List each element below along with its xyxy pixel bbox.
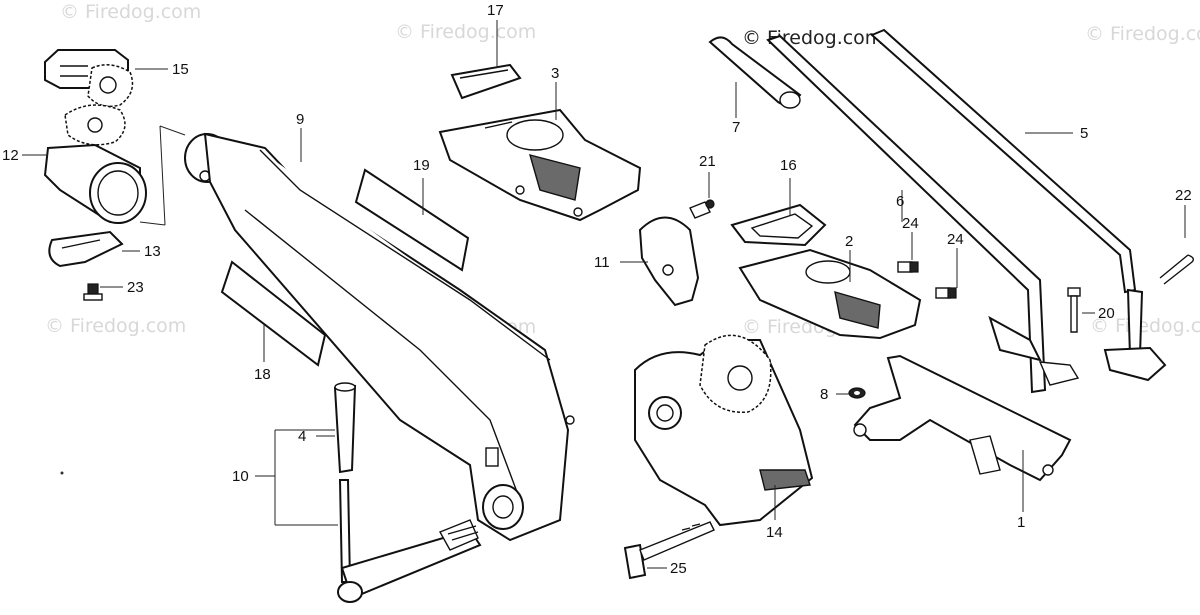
callout-16: 16 <box>780 157 797 174</box>
stray-dot <box>60 471 64 475</box>
leader-lines <box>22 20 1186 569</box>
watermark: © Firedog.com <box>60 1 201 23</box>
part-16-gasket <box>730 203 827 247</box>
part-13-clamp <box>48 230 124 268</box>
callout-15: 15 <box>172 61 189 78</box>
part-6-shift-rod <box>766 34 1080 394</box>
callout-19: 19 <box>413 157 430 174</box>
callout-labels: 1 2 3 4 5 6 7 8 9 10 11 12 13 14 15 16 1… <box>2 2 1192 577</box>
callout-13: 13 <box>144 243 161 260</box>
callout-24-lower: 24 <box>947 231 964 248</box>
callout-5: 5 <box>1080 125 1088 142</box>
watermark-main: © Firedog.com <box>742 27 883 49</box>
part-2-bracket <box>738 248 922 340</box>
watermark: © Firedog.com <box>1085 23 1200 45</box>
part-11-cam-plate <box>638 216 700 307</box>
callout-22: 22 <box>1175 187 1192 204</box>
callout-21: 21 <box>699 153 716 170</box>
callout-6: 6 <box>896 193 904 210</box>
callout-18: 18 <box>254 366 271 383</box>
callout-25: 25 <box>670 560 687 577</box>
callout-14: 14 <box>766 524 783 541</box>
callout-4: 4 <box>298 428 306 445</box>
part-9-chain-case <box>184 132 575 542</box>
callout-7: 7 <box>732 119 740 136</box>
part-10-crank-handle <box>337 479 482 603</box>
part-18-label <box>220 260 327 367</box>
callout-1: 1 <box>1017 514 1025 531</box>
callout-8: 8 <box>820 386 828 403</box>
callout-17: 17 <box>487 2 504 19</box>
callout-9: 9 <box>296 111 304 128</box>
part-25-bolt <box>623 521 715 580</box>
part-3-bracket <box>438 108 642 222</box>
part-20-bolt <box>1067 287 1081 333</box>
callout-24-upper: 24 <box>902 215 919 232</box>
callout-20: 20 <box>1098 305 1115 322</box>
part-24-bolt-a <box>897 261 919 273</box>
part-12-gear-sleeve <box>43 104 186 226</box>
part-22-pin <box>1159 254 1195 285</box>
part-4-grip <box>333 382 357 474</box>
watermark: © Firedog.com <box>45 315 186 337</box>
part-17-gasket <box>450 63 522 100</box>
watermark: © Firedog.com <box>1090 315 1200 337</box>
part-1-shift-plate <box>853 354 1072 482</box>
callout-11: 11 <box>594 254 610 271</box>
callout-3: 3 <box>551 65 559 82</box>
part-21-bolt <box>689 199 715 219</box>
part-7-grip-tube <box>708 36 802 109</box>
callout-10: 10 <box>232 468 249 485</box>
callout-2: 2 <box>845 233 853 250</box>
part-23-bolt <box>83 283 103 301</box>
part-19-label <box>354 168 470 272</box>
callout-12: 12 <box>2 147 19 164</box>
callout-23: 23 <box>127 279 144 296</box>
part-5-rod <box>870 28 1167 382</box>
watermark: © Firedog.com <box>395 21 536 43</box>
part-8-washer <box>848 387 866 399</box>
part-14-gearbox <box>634 334 814 527</box>
part-15-gear-housing <box>44 49 134 108</box>
part-24-bolt-b <box>935 287 957 299</box>
